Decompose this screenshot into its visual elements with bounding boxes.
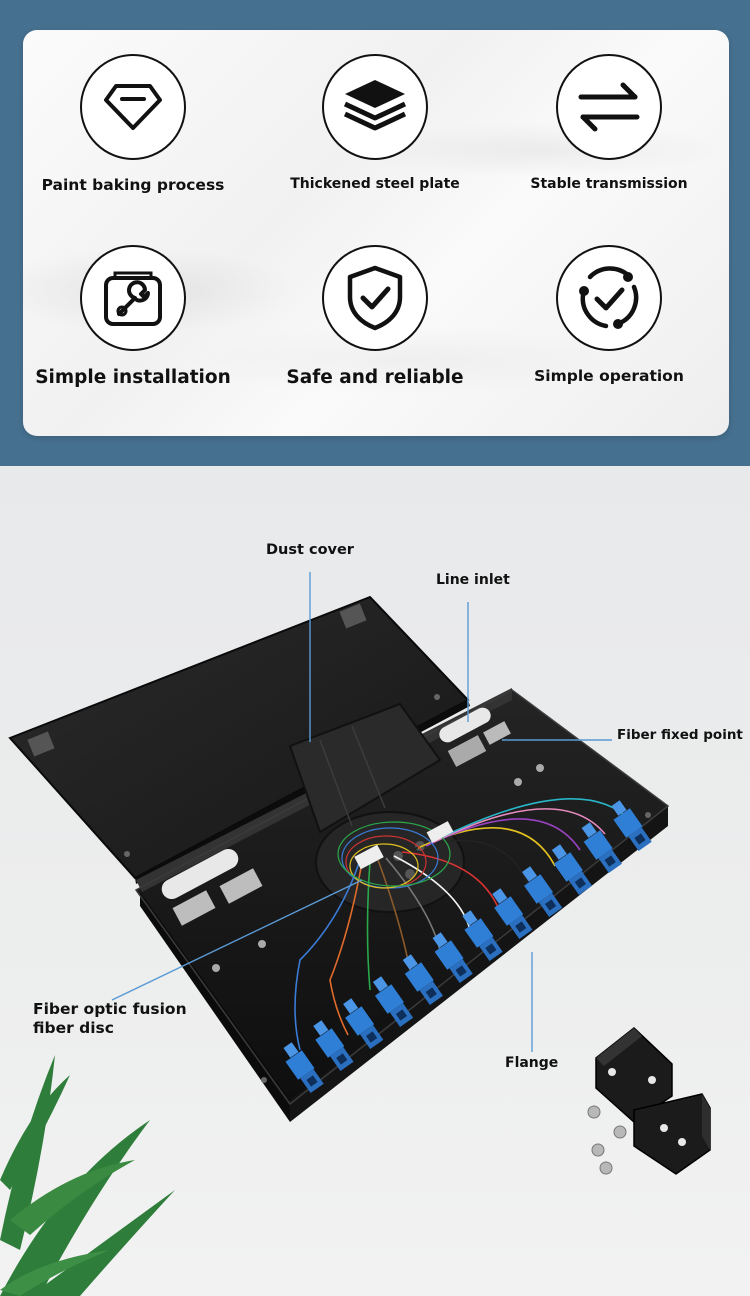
feature-label: Paint baking process [41, 176, 225, 194]
product-diagram: Dust cover Line inlet Fiber fixed point … [0, 466, 750, 1296]
callout-leader-lines [111, 572, 612, 1052]
sc-adapter [432, 932, 473, 983]
palm-leaf-decoration [0, 1055, 175, 1296]
feature-simple-installation: Simple installation [23, 245, 243, 388]
feature-paint-baking: Paint baking process [23, 54, 243, 194]
callout-fiber-fixed-point: Fiber fixed point [617, 727, 743, 743]
check-circle-icon [556, 245, 662, 351]
sc-adapter [313, 1020, 354, 1071]
product-illustration [0, 572, 711, 1296]
sc-adapter-row [283, 800, 652, 1093]
feature-steel-plate: Thickened steel plate [265, 54, 485, 192]
sc-adapter [581, 822, 622, 873]
sc-adapter [492, 888, 533, 939]
feature-label: Safe and reliable [286, 367, 464, 388]
sc-adapter [372, 976, 414, 1027]
screw-set [587, 1105, 627, 1175]
feature-label: Simple operation [534, 367, 684, 385]
sc-adapter [283, 1042, 324, 1093]
feature-safe-reliable: Safe and reliable [265, 245, 485, 388]
sc-adapter [551, 844, 593, 895]
layers-icon [322, 54, 428, 160]
feature-stable-transmission: Stable transmission [499, 54, 719, 192]
mounting-brackets [595, 1027, 711, 1175]
feature-card: Paint baking process Thickened steel pla… [23, 30, 729, 436]
wrench-icon [80, 245, 186, 351]
callout-flange: Flange [505, 1055, 559, 1071]
arrows-exchange-icon [556, 54, 662, 160]
feature-simple-operation: Simple operation [499, 245, 719, 385]
callout-fusion-disc: Fiber optic fusion fiber disc [33, 1000, 187, 1037]
callout-line-inlet: Line inlet [436, 572, 510, 588]
feature-band: Paint baking process Thickened steel pla… [0, 0, 750, 466]
sc-adapter [522, 866, 563, 917]
feature-label: Thickened steel plate [290, 176, 460, 192]
shield-check-icon [322, 245, 428, 351]
feature-label: Stable transmission [530, 176, 688, 192]
diamond-icon [80, 54, 186, 160]
feature-label: Simple installation [35, 367, 231, 388]
callout-dust-cover: Dust cover [266, 542, 354, 558]
sc-adapter [343, 998, 384, 1049]
sc-adapter [402, 954, 443, 1005]
sc-adapter [462, 910, 503, 961]
sc-adapter [611, 800, 652, 851]
